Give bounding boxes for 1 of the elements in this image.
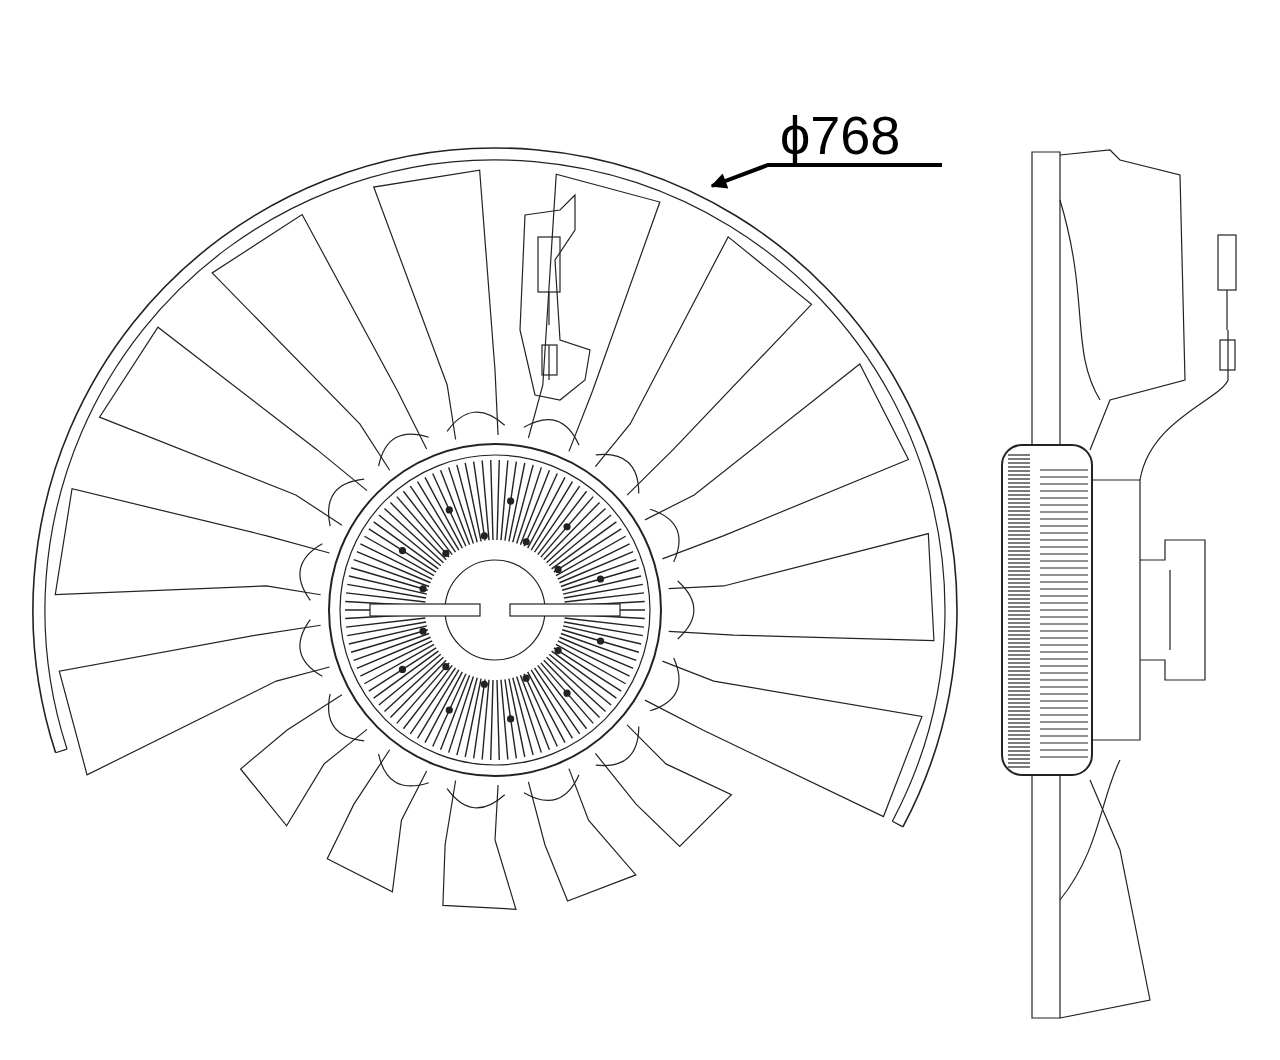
dimension-label: ϕ768 [780,108,901,162]
